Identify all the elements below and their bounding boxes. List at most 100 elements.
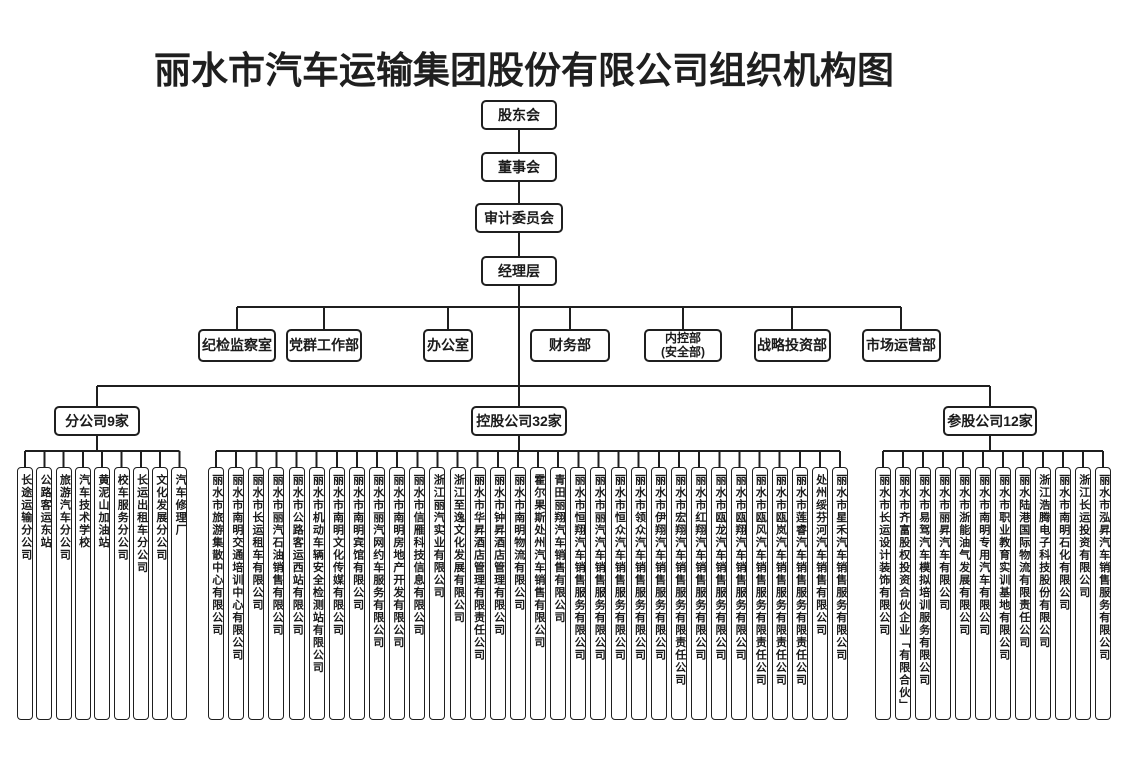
company-column: 校车服务分公司 <box>113 467 130 720</box>
group-participating-companies: 参股公司12家 <box>943 406 1037 436</box>
company-name: 丽水市公路客运西站有限公司 <box>291 474 304 637</box>
management-level-node: 经理层 <box>481 256 557 286</box>
company-column: 长运出租车分公司 <box>132 467 149 720</box>
company-column: 丽水市机动车辆安全检测站有限公司 <box>308 467 325 720</box>
company-name: 丽水市南明交通培训中心有限公司 <box>230 474 243 662</box>
company-name: 丽水市易驾汽车模拟培训服务有限公司 <box>917 474 930 687</box>
group-holding-companies: 控股公司32家 <box>471 406 567 436</box>
company-name: 丽水市泓昇汽车销售服务有限公司 <box>1097 474 1110 662</box>
dept-market-operations: 市场运营部 <box>861 329 941 362</box>
company-name: 丽水市瓯岚汽车销售服务有限责任公司 <box>774 474 787 687</box>
company-column: 浙江长运投资有限公司 <box>1075 467 1091 720</box>
company-name: 浙江浩腾电子科技股份有限公司 <box>1037 474 1050 649</box>
company-column: 丽水市南明文化传媒有限公司 <box>328 467 345 720</box>
company-name: 丽水市莲睿汽车销售服务有限责任公司 <box>794 474 807 687</box>
company-column: 丽水市瓯岚汽车销售服务有限责任公司 <box>771 467 788 720</box>
company-name: 丽水市恒翔汽车销售服务有限公司 <box>573 474 586 662</box>
company-name: 旅游汽车分公司 <box>58 474 71 562</box>
company-column: 丽水陆港国际物流有限责任公司 <box>1015 467 1031 720</box>
company-name: 汽车技术学校 <box>77 474 90 549</box>
company-column: 丽水市信雁科技信息有限公司 <box>409 467 426 720</box>
company-column: 长途运输分公司 <box>17 467 33 720</box>
company-name: 青田丽翔汽车销售有限公司 <box>552 474 565 624</box>
company-column: 旅游汽车分公司 <box>55 467 72 720</box>
company-column: 丽水市红翔汽车销售服务有限公司 <box>691 467 708 720</box>
dept-strategic-investment: 战略投资部 <box>753 329 831 362</box>
company-name: 丽水陆港国际物流有限责任公司 <box>1017 474 1030 649</box>
company-column: 文化发展分公司 <box>152 467 169 720</box>
company-column: 丽水市南明宾馆有限公司 <box>348 467 365 720</box>
company-column: 丽水市丽汽汽车销售服务有限公司 <box>590 467 607 720</box>
company-column: 浙江至逸文化发展有限公司 <box>449 467 466 720</box>
company-column: 丽水市长运设计装饰有限公司 <box>875 467 891 720</box>
company-column: 处州绥芬河汽车销售有限公司 <box>811 467 828 720</box>
company-column: 丽水市丽汽石油销售有限公司 <box>268 467 285 720</box>
company-name: 丽水市南明宾馆有限公司 <box>351 474 364 612</box>
dept-finance: 财务部 <box>530 329 610 362</box>
company-name: 丽水市长运租车有限公司 <box>251 474 264 612</box>
company-name: 丽水市钟昇酒店管理有限公司 <box>492 474 505 637</box>
company-column: 丽水市南明交通培训中心有限公司 <box>228 467 245 720</box>
company-column: 丽水市华昇酒店管理有限责任公司 <box>469 467 486 720</box>
company-name: 丽水市南明房地产开发有限公司 <box>391 474 404 649</box>
company-column: 丽水市易驾汽车模拟培训服务有限公司 <box>915 467 931 720</box>
dept-discipline-inspection: 纪检监察室 <box>198 329 276 362</box>
company-name: 丽水市瓯龙汽车销售服务有限公司 <box>714 474 727 662</box>
company-column: 青田丽翔汽车销售有限公司 <box>550 467 567 720</box>
page-title: 丽水市汽车运输集团股份有限公司组织机构图 <box>154 50 894 91</box>
company-column: 丽水市旅游集散中心有限公司 <box>208 467 224 720</box>
company-column: 霍尔果斯处州汽车销售有限公司 <box>530 467 547 720</box>
company-column: 丽水市长运租车有限公司 <box>248 467 265 720</box>
company-name: 丽水市南明专用汽车有限公司 <box>977 474 990 637</box>
company-name: 丽水市红翔汽车销售服务有限公司 <box>693 474 706 662</box>
company-column: 丽水市南明专用汽车有限公司 <box>975 467 991 720</box>
company-name: 丽水市职业教育实训基地有限公司 <box>997 474 1010 662</box>
company-name: 浙江至逸文化发展有限公司 <box>452 474 465 624</box>
company-name: 丽水市丽汽网约车服务有限公司 <box>371 474 384 649</box>
company-name: 丽水市瓯翔汽车销售服务有限公司 <box>734 474 747 662</box>
company-name: 丽水市南明石化有限公司 <box>1057 474 1070 612</box>
company-name: 丽水市齐富股权投资合伙企业「有限合伙」 <box>897 474 910 712</box>
company-name: 浙江丽汽实业有限公司 <box>432 474 445 599</box>
company-name: 长运出租车分公司 <box>135 474 148 574</box>
shareholders-meeting-node: 股东会 <box>481 100 557 130</box>
company-column: 丽水市瓯翔汽车销售服务有限公司 <box>731 467 748 720</box>
dept-general-office: 办公室 <box>423 329 473 362</box>
company-column: 汽车技术学校 <box>74 467 91 720</box>
company-column: 丽水市丽汽网约车服务有限公司 <box>369 467 386 720</box>
company-column: 丽水市丽昇汽车有限公司 <box>935 467 951 720</box>
company-column: 公路客运东站 <box>36 467 53 720</box>
group-branch-companies: 分公司9家 <box>54 406 140 436</box>
company-name: 丽水市南明文化传媒有限公司 <box>331 474 344 637</box>
company-name: 丽水市南明物流有限公司 <box>512 474 525 612</box>
company-name: 丽水市恒众汽车销售服务有限公司 <box>613 474 626 662</box>
company-name: 丽水市瓯风汽车销售服务有限责任公司 <box>754 474 767 687</box>
dept-internal-control: 内控部 (安全部) <box>644 329 722 362</box>
company-column: 丽水市莲睿汽车销售服务有限责任公司 <box>791 467 808 720</box>
company-name: 丽水市领众汽车销售服务有限公司 <box>633 474 646 662</box>
dept-party-mass-work: 党群工作部 <box>286 329 362 362</box>
company-name: 丽水市旅游集散中心有限公司 <box>210 474 223 637</box>
company-column: 丽水市恒翔汽车销售服务有限公司 <box>570 467 587 720</box>
company-name: 霍尔果斯处州汽车销售有限公司 <box>532 474 545 649</box>
company-name: 丽水市丽汽石油销售有限公司 <box>271 474 284 637</box>
company-name: 丽水市浙能油气发展有限公司 <box>957 474 970 637</box>
company-name: 丽水市星禾汽车销售服务有限公司 <box>834 474 847 662</box>
company-name: 文化发展分公司 <box>154 474 167 562</box>
company-column: 丽水市职业教育实训基地有限公司 <box>995 467 1011 720</box>
company-column: 丽水市公路客运西站有限公司 <box>288 467 305 720</box>
company-column: 丽水市星禾汽车销售服务有限公司 <box>832 467 849 720</box>
company-name: 丽水市华昇酒店管理有限责任公司 <box>472 474 485 662</box>
company-name: 浙江长运投资有限公司 <box>1077 474 1090 599</box>
company-column: 丽水市南明石化有限公司 <box>1055 467 1071 720</box>
company-column: 汽车修理厂 <box>171 467 188 720</box>
company-column: 丽水市泓昇汽车销售服务有限公司 <box>1095 467 1111 720</box>
company-name: 丽水市丽汽汽车销售服务有限公司 <box>593 474 606 662</box>
company-column: 丽水市南明物流有限公司 <box>509 467 526 720</box>
company-column: 丽水市浙能油气发展有限公司 <box>955 467 971 720</box>
company-column: 丽水市伊翔汽车销售服务有限公司 <box>650 467 667 720</box>
company-column: 丽水市齐富股权投资合伙企业「有限合伙」 <box>895 467 911 720</box>
company-column: 丽水市南明房地产开发有限公司 <box>389 467 406 720</box>
company-column: 丽水市恒众汽车销售服务有限公司 <box>610 467 627 720</box>
